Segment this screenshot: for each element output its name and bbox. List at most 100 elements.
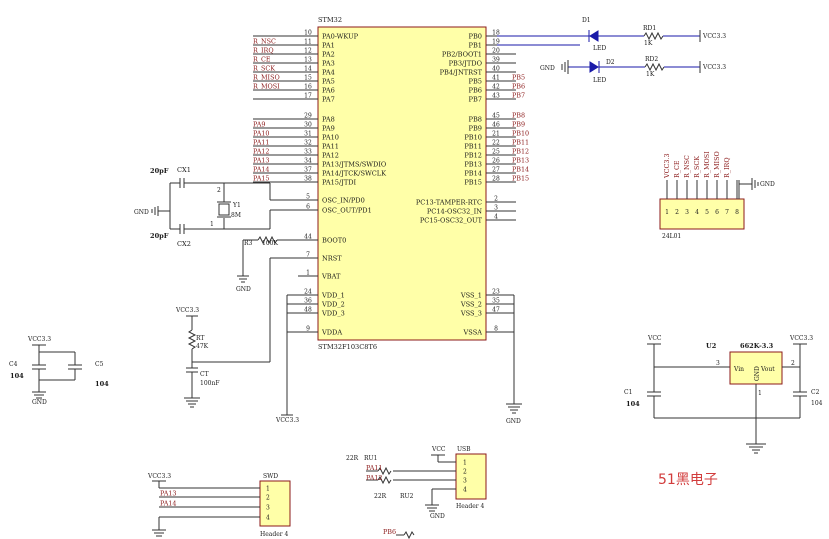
swd-pin: 1: [266, 486, 270, 493]
rd2-vcc-label: VCC3.3: [702, 64, 726, 71]
mcu-pin: VDD_124: [298, 289, 345, 300]
net-label: R_IRQ: [723, 157, 731, 178]
net-label: PA12: [253, 148, 269, 156]
net-label: PB13: [512, 157, 529, 165]
mcu-pin-number: 3: [494, 205, 498, 212]
net-label: PB11: [512, 139, 529, 147]
mcu-pin-name: VDD_3: [321, 310, 345, 318]
swd-pin-number: 3: [266, 505, 270, 512]
usb-footer: Header 4: [456, 503, 485, 510]
mcu-pin-name: PB3/JTDO: [449, 60, 483, 68]
vss-net-label: GND: [506, 418, 521, 425]
swd-footer: Header 4: [260, 531, 289, 538]
mcu-pin-number: 38: [304, 176, 312, 183]
usb-net-a: PA11: [366, 464, 382, 472]
radio-pin: 3R_NSC: [683, 155, 691, 216]
mcu-pin-number: 41: [492, 75, 500, 82]
ru2-value: 22R: [374, 493, 387, 500]
c2-label: C2: [811, 389, 820, 396]
ct-value: 100nF: [200, 380, 219, 387]
radio-pin: 6 R_MISO: [713, 151, 721, 216]
mcu-pin-number: 22: [492, 140, 500, 147]
mcu-pin-name: PA14/JTCK/SWCLK: [322, 170, 387, 178]
swd-pin-number: 1: [266, 486, 270, 493]
radio-pin-number: 6: [715, 209, 719, 216]
swd-pin: 3 PA14: [160, 500, 270, 512]
swd-pin: 4: [266, 515, 270, 522]
d2-type: LED: [593, 77, 606, 84]
mcu-pin-name: PC13-TAMPER-RTC: [416, 199, 482, 207]
radio-header-body: [659, 198, 745, 230]
swd-pin-number: 2: [266, 495, 270, 502]
net-label: R_MISO: [713, 151, 721, 178]
mcu-pin-number: 45: [492, 113, 500, 120]
d1-type: LED: [593, 45, 606, 52]
net-label: PA14: [253, 166, 269, 174]
mcu-pin-number: 16: [304, 84, 312, 91]
net-label: R_MISO: [253, 74, 280, 82]
mcu-pin-number: 39: [492, 57, 500, 64]
radio-pin-number: 1: [665, 209, 669, 216]
mcu-pin-name: PA13/JTMS/SWDIO: [322, 161, 387, 169]
net-label: PA13: [253, 157, 269, 165]
mcu-pin-name: VDD_1: [321, 292, 345, 300]
mcu-pin-number: 13: [304, 57, 312, 64]
radio-pin: 5R_MOSI: [703, 151, 711, 216]
y1-pin1: 1: [210, 221, 214, 228]
c4-label: C4: [9, 361, 18, 368]
radio-net-stubs: [253, 35, 298, 183]
decoupling-gnd-label: GND: [32, 399, 47, 406]
mcu-pin-number: 9: [306, 326, 310, 333]
usb-pin-number: 1: [463, 460, 467, 467]
mcu-pin: PA12 33 PA12: [253, 148, 339, 160]
usb-title: USB: [457, 446, 471, 453]
mcu-pin-number: 33: [304, 149, 312, 156]
reg-pin3: 3: [716, 360, 720, 367]
swd-title: SWD: [263, 473, 278, 480]
mcu-pin: VDD_236: [298, 298, 345, 309]
usb-vcc-label: VCC: [431, 446, 446, 453]
mcu-pin-number: 18: [492, 30, 500, 37]
net-label: R_SCK: [693, 156, 701, 178]
mcu-pin-name: NRST: [322, 255, 342, 263]
reg-part: 662K-3.3: [740, 342, 774, 350]
mcu-pin-number: 1: [306, 270, 310, 277]
mcu-pin-name: PA12: [322, 152, 339, 160]
cx1-label: CX1: [177, 166, 191, 174]
mcu-pin-number: 11: [304, 39, 312, 46]
reg-vout: Vout: [760, 366, 775, 373]
radio-pin-number: 2: [675, 209, 679, 216]
mcu-pin-name: PA4: [322, 69, 335, 77]
boot0-section: R3 100K GND: [236, 235, 298, 293]
radio-pin-number: 8: [735, 209, 739, 216]
reg-pin1: 1: [758, 390, 762, 397]
radio-pin: 7R_IRQ: [723, 157, 731, 216]
mcu-pin-name: PA8: [322, 116, 335, 124]
mcu-pin-number: 32: [304, 140, 312, 147]
net-label: PA14: [160, 500, 176, 508]
mcu-pin-name: PB14: [464, 170, 482, 178]
ru1-label: RU1: [364, 455, 377, 462]
mcu-pin-number: 43: [492, 93, 500, 100]
y1-label: Y1: [232, 202, 241, 209]
net-label: PA15: [253, 175, 269, 183]
mcu-body: [317, 26, 487, 341]
swd-header-body: [259, 480, 291, 527]
r3-label: R3: [244, 240, 253, 247]
usb-header-body: [455, 453, 487, 500]
